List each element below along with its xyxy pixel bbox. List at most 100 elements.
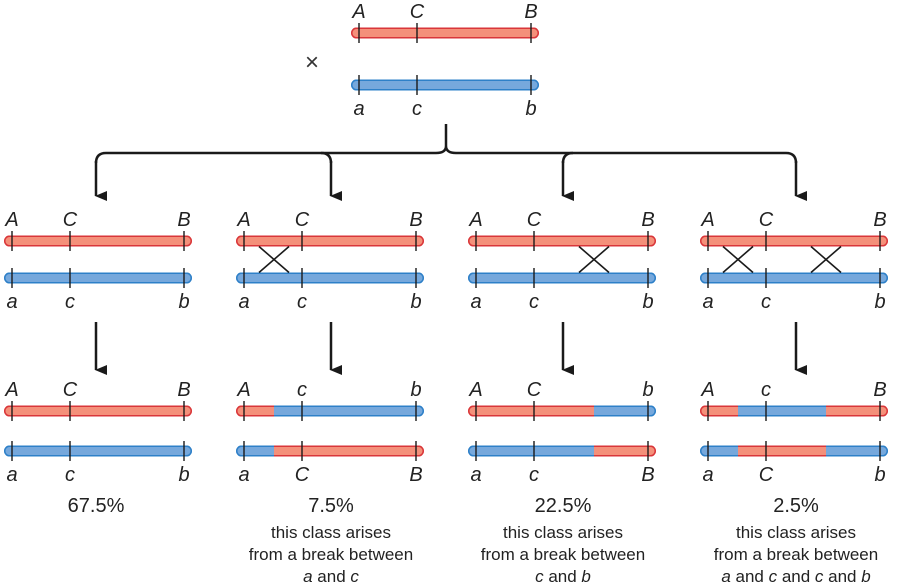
chromosome-segments	[4, 272, 192, 284]
class-percentage: 67.5%	[68, 495, 125, 517]
bracket-horizontal	[94, 145, 798, 164]
chromosome-end-right	[418, 445, 424, 457]
chromosome-end-right	[650, 445, 656, 457]
locus-label: a	[353, 98, 364, 120]
note-text: and	[731, 567, 769, 586]
chromosome-end-right	[533, 79, 539, 91]
chromosome-end-left	[236, 272, 242, 284]
chromosome-end-right	[882, 235, 888, 247]
chromosome-segments	[236, 445, 424, 457]
locus-label: a	[238, 291, 249, 313]
chromosome-end-right	[418, 235, 424, 247]
segment-paternal	[826, 445, 888, 457]
locus-label: A	[700, 379, 714, 401]
chromosome-segments	[700, 405, 888, 417]
chromosome-end-left	[4, 445, 10, 457]
locus-label: B	[409, 464, 422, 486]
note-text: this class arises	[503, 523, 623, 542]
chromosome-end-left	[236, 445, 242, 457]
segment-paternal	[274, 405, 424, 417]
locus-label: A	[468, 209, 482, 231]
note-text: and	[544, 567, 582, 586]
locus-label: B	[177, 379, 190, 401]
locus-label: B	[641, 209, 654, 231]
locus-label: C	[410, 1, 425, 23]
chromosome-end-left	[700, 405, 706, 417]
chromosome-segments	[700, 445, 888, 457]
chromosome-end-left	[700, 272, 706, 284]
class-note-line: from a break between	[481, 545, 645, 564]
class-percentage: 7.5%	[308, 495, 354, 517]
class-note-line: this class arises	[503, 523, 623, 542]
note-text: from a break between	[481, 545, 645, 564]
bracket-branch	[320, 151, 333, 164]
locus-label: a	[702, 291, 713, 313]
class-note-line: from a break between	[714, 545, 878, 564]
chromosome-segments	[351, 27, 539, 39]
note-text: this class arises	[271, 523, 391, 542]
segment-maternal	[468, 235, 656, 247]
locus-label: b	[642, 379, 653, 401]
class-percentage: 2.5%	[773, 495, 819, 517]
locus-label: A	[236, 209, 250, 231]
chromosome-segments	[700, 272, 888, 284]
chromosome-end-right	[882, 405, 888, 417]
crossover-line	[578, 245, 610, 274]
chromosome-end-left	[4, 272, 10, 284]
segment-paternal	[236, 272, 424, 284]
locus-label: c	[529, 291, 539, 313]
locus-label: C	[527, 209, 542, 231]
segment-maternal	[700, 405, 738, 417]
segment-maternal	[738, 445, 826, 457]
chromosome-segments	[351, 79, 539, 91]
locus-label: c	[297, 291, 307, 313]
chromosome-segments	[700, 235, 888, 247]
locus-label: C	[295, 464, 310, 486]
chromosome-segments	[468, 445, 656, 457]
locus-label: c	[65, 464, 75, 486]
gene-symbol: b	[581, 567, 590, 586]
chromosome-segments	[236, 272, 424, 284]
chromosome-end-right	[186, 235, 192, 247]
gene-symbol: c	[350, 567, 359, 586]
chromosome-end-right	[418, 272, 424, 284]
crossover-line	[810, 245, 842, 274]
chromosome-segments	[4, 405, 192, 417]
chromosome-end-left	[4, 405, 10, 417]
note-text: and	[777, 567, 815, 586]
locus-label: b	[874, 464, 885, 486]
chromosome-end-left	[236, 405, 242, 417]
chromosome-segments	[4, 445, 192, 457]
locus-label: c	[761, 379, 771, 401]
chromosome-end-right	[186, 405, 192, 417]
locus-label: B	[873, 209, 886, 231]
segment-maternal	[4, 235, 192, 247]
chromosome-end-right	[186, 272, 192, 284]
segment-paternal	[700, 445, 738, 457]
chromosome-end-right	[186, 445, 192, 457]
segment-maternal	[826, 405, 888, 417]
segment-maternal	[700, 235, 888, 247]
segment-maternal	[274, 445, 424, 457]
locus-label: a	[470, 291, 481, 313]
locus-label: C	[759, 464, 774, 486]
segment-maternal	[4, 405, 192, 417]
branching-bracket	[94, 124, 807, 201]
locus-label: A	[4, 379, 18, 401]
chromosome-segments	[4, 235, 192, 247]
gene-symbol: b	[861, 567, 870, 586]
